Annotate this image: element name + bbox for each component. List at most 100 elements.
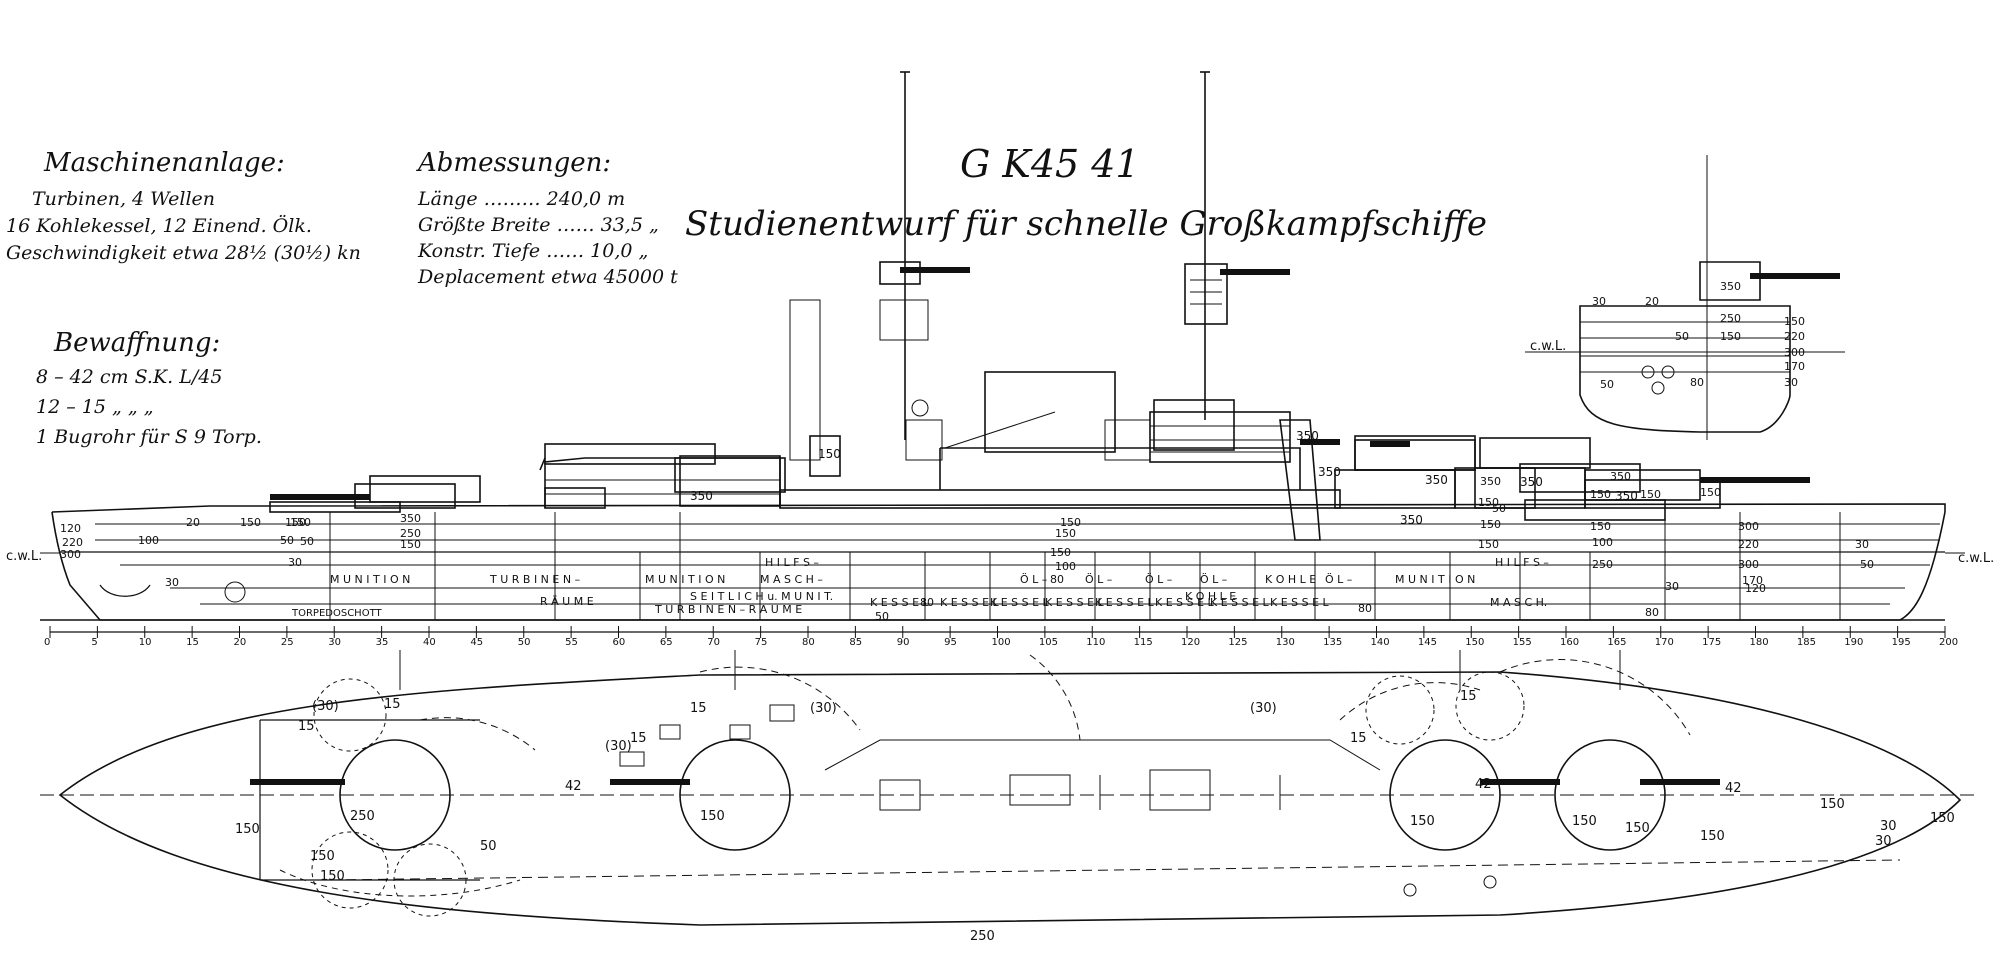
scale-tick-label: 155 [1513,637,1532,648]
armor-thickness-label: 100 [138,534,159,547]
armament-heading: Bewaffnung: [54,328,221,358]
section-armor-label: 170 [1784,360,1805,373]
scale-tick-label: 125 [1228,637,1247,648]
scale-tick-label: 90 [897,637,910,648]
compartment-label: K E S S E L [990,596,1050,609]
armor-thickness-label: 150 [1478,496,1499,509]
compartment-label: M A S C H – [760,573,823,586]
armor-thickness-label: 20 [186,516,200,529]
compartment-label: K E S S E L [940,596,1000,609]
armor-thickness-label: 220 [62,536,83,549]
armament-line-1: 8 – 42 cm S.K. L/45 [36,366,223,388]
plan-label: 42 [1475,777,1492,792]
scale-tick-label: 120 [1181,637,1200,648]
scale-tick-label: 75 [755,637,768,648]
drawing-code: G K45 41 [960,142,1140,186]
plan-label: (30) [605,739,632,754]
compartments-row2: R Ä U M ET U R B I N E N – R Ä U M ES E … [540,590,1547,616]
compartment-label: Ö L – [1325,573,1352,586]
plan-label: 42 [1725,781,1742,796]
scale-tick-label: 160 [1560,637,1579,648]
plan-label: 150 [1930,811,1955,826]
scale-tick-label: 5 [91,637,97,648]
gun-barrels [250,267,1840,785]
scale-tick-label: 135 [1323,637,1342,648]
plan-label: 150 [320,869,345,884]
scale-tick-label: 70 [707,637,720,648]
scale-tick-label: 10 [139,637,152,648]
compartment-label: Ö L – [1200,573,1227,586]
scale-tick-label: 40 [423,637,436,648]
scale-tick-label: 185 [1797,637,1816,648]
plan-label: 150 [1410,814,1435,829]
drawing-title: Studienentwurf für schnelle Großkampfsch… [685,204,1487,244]
compartment-label: M U N I T I O N [645,573,725,586]
turret-label: 350 [690,489,713,503]
armor-thickness-label: 50 [1860,558,1874,571]
plan-view [40,650,1980,926]
plan-label: 15 [298,719,315,734]
compartment-label: Ö L – [1085,573,1112,586]
scale-tick-label: 50 [518,637,531,648]
scale-tick-label: 175 [1702,637,1721,648]
armor-thickness-label: 100 [1592,536,1613,549]
armor-thickness-label: 150 [1590,520,1611,533]
cwl-right: c.w.L. [1958,551,1994,566]
turret-label: 350 [1400,513,1423,527]
compartment-label: T U R B I N E N – R Ä U M E [654,603,802,616]
scale-tick-label: 45 [470,637,483,648]
turret-label: 350 [1520,475,1543,489]
compartment-label: T U R B I N E N – [489,573,580,586]
compartment-label: M U N I T I O N [1395,573,1475,586]
plan-label: 250 [350,809,375,824]
compartment-label: K E S S E L [1270,596,1330,609]
armor-thickness-label: 220 [1738,538,1759,551]
turret-label: 350 [1615,489,1638,503]
scale-tick-label: 15 [186,637,199,648]
plan-label: 30 [1875,834,1892,849]
armor-thickness-label: 100 [1055,560,1076,573]
armor-thickness-label: 150 [285,516,306,529]
machinery-line-1: Turbinen, 4 Wellen [32,188,216,210]
scale-tick-label: 170 [1655,637,1674,648]
armor-thickness-label: 350 [1480,475,1501,488]
armor-thickness-label: 150 [1480,518,1501,531]
armor-thickness-label: 150 [1478,538,1499,551]
armor-thickness-label: 150 [240,516,261,529]
scale-tick-label: 25 [281,637,294,648]
section-armor-label: 300 [1784,346,1805,359]
armor-thickness-label: 50 [875,610,889,623]
armor-thickness-label: 150 [1590,488,1611,501]
section-armor-label: 220 [1784,330,1805,343]
compartment-label: K E S S E L [1045,596,1105,609]
turret-label: 350 [1425,473,1448,487]
plan-label: 150 [1625,821,1650,836]
compartment-label: R Ä U M E [540,595,594,608]
compartment-label: M A S C H. [1490,596,1547,609]
plan-label: 150 [235,822,260,837]
machinery-line-2: 16 Kohlekessel, 12 Einend. Ölk. [6,215,312,237]
machinery-heading: Maschinenanlage: [44,148,285,178]
armament-line-3: 1 Bugrohr für S 9 Torp. [36,426,262,448]
section-armor-label: 20 [1645,295,1659,308]
armor-thickness-label: 300 [60,548,81,561]
scale-tick-label: 30 [328,637,341,648]
scale-tick-label: 190 [1844,637,1863,648]
scale-tick-label: 20 [234,637,247,648]
scale-tick-label: 140 [1371,637,1390,648]
armor-thickness-label: 170 [1742,574,1763,587]
scale-tick-label: 105 [1039,637,1058,648]
scale-tick-label: 60 [613,637,626,648]
plan-label: 15 [1460,689,1477,704]
scale-tick-label: 180 [1750,637,1769,648]
scale-tick-label: 95 [944,637,957,648]
section-armor-label: 50 [1600,378,1614,391]
turret-label: 350 [1296,429,1319,443]
dimensions-line-3: Konstr. Tiefe …… 10,0 „ [418,240,649,262]
armor-thickness-label: 150 [1700,486,1721,499]
compartment-label: K O H L E [1265,573,1316,586]
plan-label: 15 [1350,731,1367,746]
dimensions-line-4: Deplacement etwa 45000 t [418,266,678,288]
